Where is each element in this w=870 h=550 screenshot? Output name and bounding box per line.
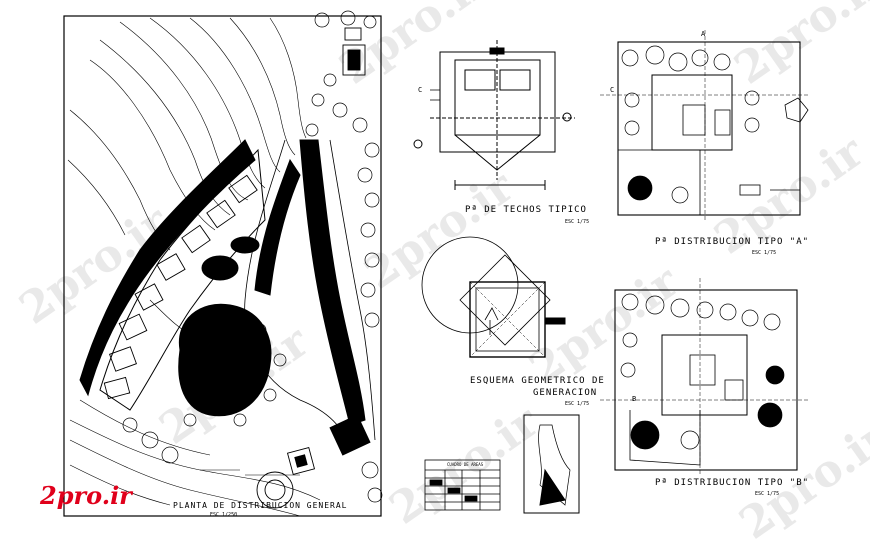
trees-b (620, 293, 785, 450)
site-plan (63, 10, 383, 517)
type-b-scale: ESC 1/75 (755, 491, 780, 497)
key-map (523, 414, 580, 514)
contour-lines-lower (69, 399, 321, 517)
marker-b: B (632, 395, 638, 403)
site-plan-title: PLANTA DE DISTRIBUCION GENERAL (173, 501, 348, 510)
areas-table (424, 459, 501, 511)
site-logo: 2pro.ir (40, 481, 132, 510)
plan-type-a (600, 30, 810, 220)
trees-a (621, 45, 760, 204)
type-a-title: Pª DISTRIBUCION TIPO "A" (655, 237, 810, 247)
type-a-scale: ESC 1/75 (752, 250, 777, 256)
areas-table-title: CUADRO DE AREAS (447, 462, 484, 467)
geometric-scale: ESC 1/75 (565, 401, 590, 407)
site-plan-scale: ESC 1/250 (210, 512, 238, 518)
roof-plan-scale: ESC 1/75 (565, 219, 590, 225)
marker-c: C (418, 86, 424, 94)
marker-c: C (610, 86, 616, 94)
contour-lines (67, 17, 307, 251)
geometric-title-line1: ESQUEMA GEOMETRICO DE (470, 376, 605, 386)
geometric-title-line2: GENERACION (533, 388, 598, 398)
plan-type-b (600, 278, 810, 475)
geometric-scheme (421, 236, 566, 358)
house-units (103, 174, 258, 400)
marker-a: A (701, 30, 707, 38)
roof-plan-title: Pª DE TECHOS TIPICO (465, 205, 587, 215)
type-b-title: Pª DISTRIBUCION TIPO "B" (655, 478, 810, 488)
roof-plan (413, 40, 575, 190)
tree-row (122, 10, 383, 503)
